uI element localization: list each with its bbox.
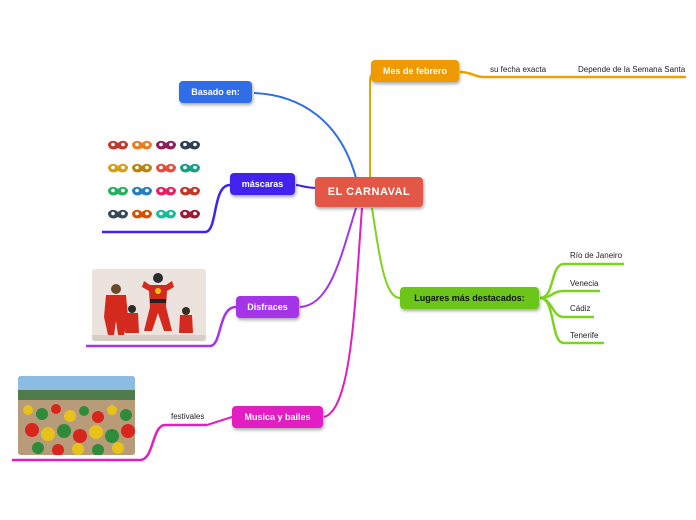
subtopic-fecha-exacta[interactable]: su fecha exacta	[490, 65, 547, 74]
branch-mascaras[interactable]: máscaras	[230, 173, 295, 195]
subtopic-festivales[interactable]: festivales	[171, 412, 205, 421]
branch-disfraces[interactable]: Disfraces	[236, 296, 299, 318]
branch-basado-en[interactable]: Basado en:	[179, 81, 252, 103]
subtopic-semana-santa[interactable]: Depende de la Semana Santa	[578, 65, 686, 74]
branch-lugares-destacados[interactable]: Lugares más destacados:	[400, 287, 539, 309]
place-rio-de-janeiro[interactable]: Río de Janeiro	[570, 251, 623, 260]
place-tenerife[interactable]: Tenerife	[570, 331, 599, 340]
place-venecia[interactable]: Venecia	[570, 279, 599, 288]
branch-mes-de-febrero[interactable]: Mes de febrero	[371, 60, 459, 82]
carnival-parade-photo	[18, 376, 135, 455]
superhero-costumes-photo	[92, 269, 206, 341]
carnival-masks-image	[108, 140, 200, 219]
branch-musica-y-bailes[interactable]: Musica y bailes	[232, 406, 323, 428]
central-topic[interactable]: EL CARNAVAL	[315, 177, 423, 207]
place-cadiz[interactable]: Cádiz	[570, 304, 591, 313]
